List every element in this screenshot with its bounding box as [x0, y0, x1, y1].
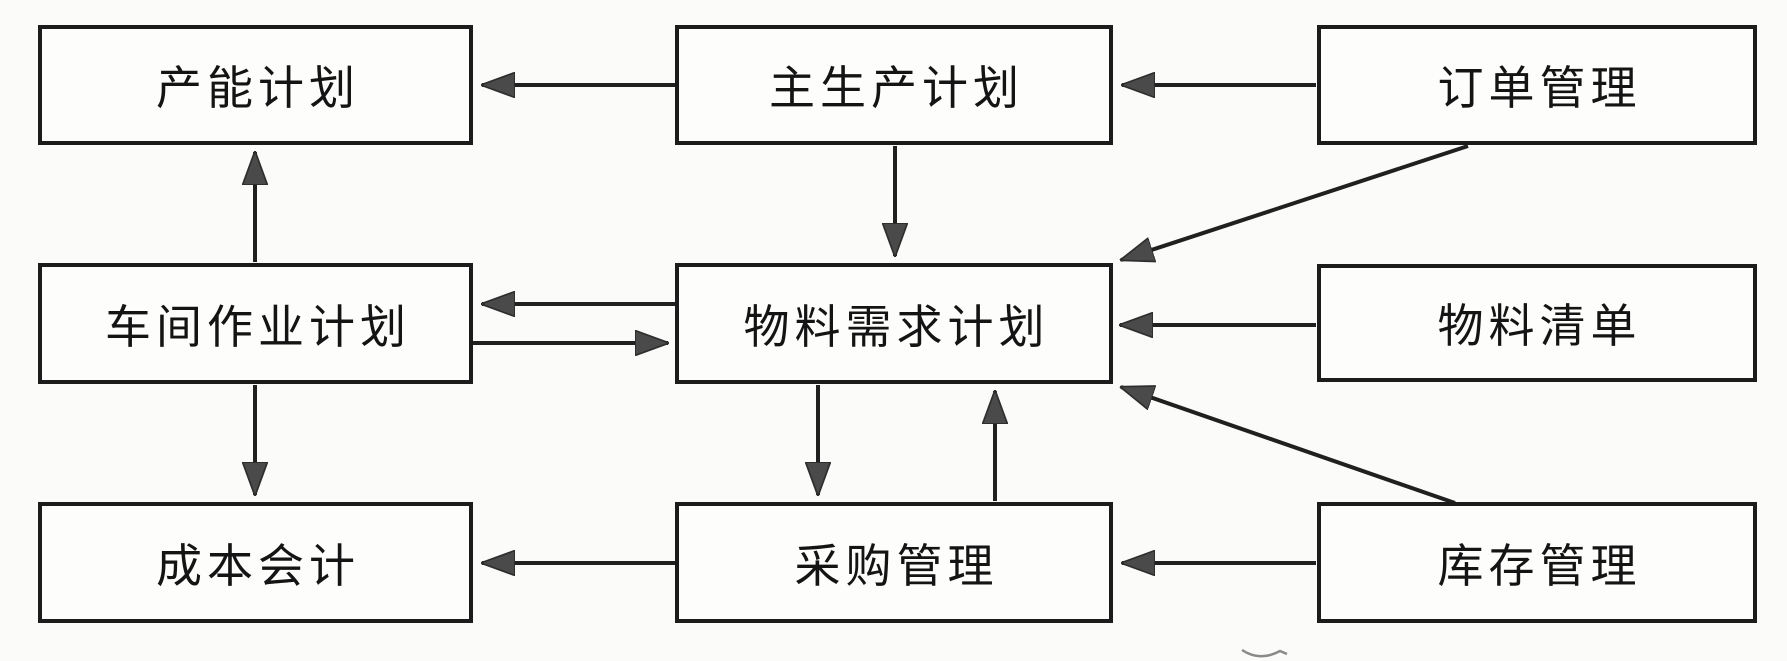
node-material-requirements-planning: 物料需求计划 [675, 263, 1113, 384]
node-shop-floor-scheduling: 车间作业计划 [38, 263, 473, 384]
node-label: 订单管理 [1437, 63, 1642, 114]
node-master-production-schedule: 主生产计划 [675, 25, 1113, 145]
stray-pen-mark [1241, 648, 1288, 658]
node-label: 主生产计划 [769, 63, 1024, 114]
node-label: 物料需求计划 [743, 301, 1050, 353]
node-label: 库存管理 [1437, 540, 1642, 592]
node-label: 采购管理 [794, 540, 999, 592]
node-capacity-planning: 产能计划 [38, 25, 473, 145]
node-purchasing-management: 采购管理 [675, 502, 1113, 623]
node-label: 成本会计 [156, 540, 360, 592]
node-cost-accounting: 成本会计 [38, 502, 473, 623]
node-order-management: 订单管理 [1317, 25, 1757, 145]
node-bill-of-materials: 物料清单 [1317, 264, 1757, 382]
arrow-order-management-to-mrp [1121, 144, 1469, 260]
node-label: 物料清单 [1437, 301, 1642, 352]
node-label: 产能计划 [156, 63, 360, 114]
node-label: 车间作业计划 [105, 301, 411, 353]
arrow-inventory-to-mrp [1121, 385, 1456, 505]
node-inventory-management: 库存管理 [1317, 502, 1757, 623]
